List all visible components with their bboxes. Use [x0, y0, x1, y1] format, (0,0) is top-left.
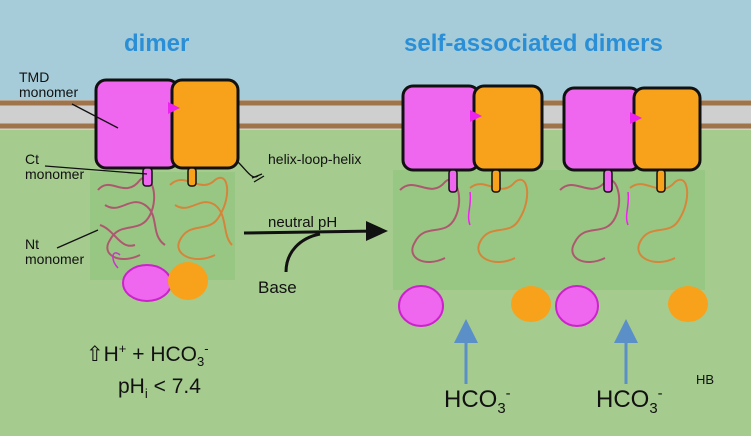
equation-h: H: [103, 343, 119, 366]
label-base: Base: [258, 278, 297, 297]
tmd-dimer2-monomer-b: [632, 86, 702, 172]
label-tmd-line2: monomer: [19, 84, 79, 100]
ct-dimer1-b: [491, 169, 501, 193]
linker-dimer1: [467, 191, 472, 226]
label-nt-line1: Nt: [25, 236, 39, 252]
equation-ph-value: < 7.4: [147, 375, 201, 398]
equation-ph: pHi < 7.4: [118, 375, 201, 401]
tmd-dimer2-monomer-a: [562, 86, 642, 172]
transition-arrow-shaft: [243, 229, 379, 235]
equation-ph-sub: i: [144, 386, 148, 402]
contact-point-top: [168, 102, 180, 114]
linker-dimer2: [625, 191, 630, 226]
label-hco3-2: HCO3-: [596, 386, 663, 417]
nt-terminus-dimer1-b: [511, 286, 551, 322]
hco3-1-text: HCO: [444, 386, 498, 413]
label-hco3-1: HCO3-: [444, 386, 511, 417]
nt-terminus-dimer2-a: [555, 285, 599, 327]
label-ct-line2: monomer: [25, 166, 85, 182]
label-hb: HB: [696, 372, 715, 387]
equation-hco: + HCO: [126, 343, 197, 366]
ct-monomer-a: [142, 167, 153, 187]
label-tmd-line1: TMD: [19, 69, 50, 85]
nt-monomer-a-ribbon: [97, 176, 166, 260]
ct-dimer2-a: [603, 169, 613, 193]
equation-acid: ⇧H+ + HCO3-: [86, 341, 209, 369]
equation-sub3: 3: [197, 354, 205, 370]
nt-terminus-b: [168, 262, 208, 300]
hco3-2-text: HCO: [596, 386, 650, 413]
label-tmd: TMD monomer: [19, 70, 78, 100]
title-self-associated-dimers: self-associated dimers: [404, 30, 663, 57]
label-leader-lines: [44, 103, 265, 249]
nt-domain-shade-right: [393, 170, 705, 290]
right-dimers: [393, 84, 708, 327]
ct-monomer-b: [187, 167, 197, 187]
contact-point-bottom: [174, 124, 180, 136]
title-dimer: dimer: [124, 30, 190, 57]
tmd-dimer1-monomer-a: [401, 84, 481, 172]
label-nt-line2: monomer: [25, 251, 85, 267]
contact-dimer2: [630, 112, 642, 124]
hco3-1-sub: 3: [497, 400, 506, 417]
hco3-2-sub: 3: [649, 400, 658, 417]
label-ct-line1: Ct: [25, 151, 39, 167]
label-nt: Nt monomer: [25, 237, 84, 267]
transition-arrow-head: [366, 221, 388, 241]
linker-a: [112, 252, 121, 269]
ct-dimer1-a: [448, 169, 458, 193]
equation-minus: -: [204, 341, 209, 356]
tmd-dimer1-monomer-b: [472, 84, 544, 172]
label-helix-loop-helix: helix-loop-helix: [268, 151, 362, 167]
nt-terminus-dimer2-b: [668, 286, 708, 322]
tmd-monomer-b: [170, 78, 240, 170]
ct-dimer2-b: [656, 169, 666, 193]
tmd-monomer-a: [94, 78, 180, 170]
nt-monomer-b-ribbon: [169, 176, 233, 260]
nt-terminus-a: [122, 264, 172, 302]
up-arrow-icon: ⇧: [86, 343, 104, 366]
nt-terminus-dimer1-a: [398, 285, 444, 327]
equation-h-charge: +: [118, 341, 127, 356]
hco3-1-sup: -: [505, 386, 511, 402]
label-ct: Ct monomer: [25, 152, 84, 182]
label-neutral-ph: neutral pH: [268, 214, 338, 231]
hco3-2-sup: -: [657, 386, 663, 402]
left-dimer: [90, 78, 240, 302]
nt-domain-shade: [90, 172, 235, 280]
equation-ph-label: pH: [118, 375, 145, 398]
contact-dimer1: [470, 110, 482, 122]
base-curve-arrow: [284, 232, 321, 273]
